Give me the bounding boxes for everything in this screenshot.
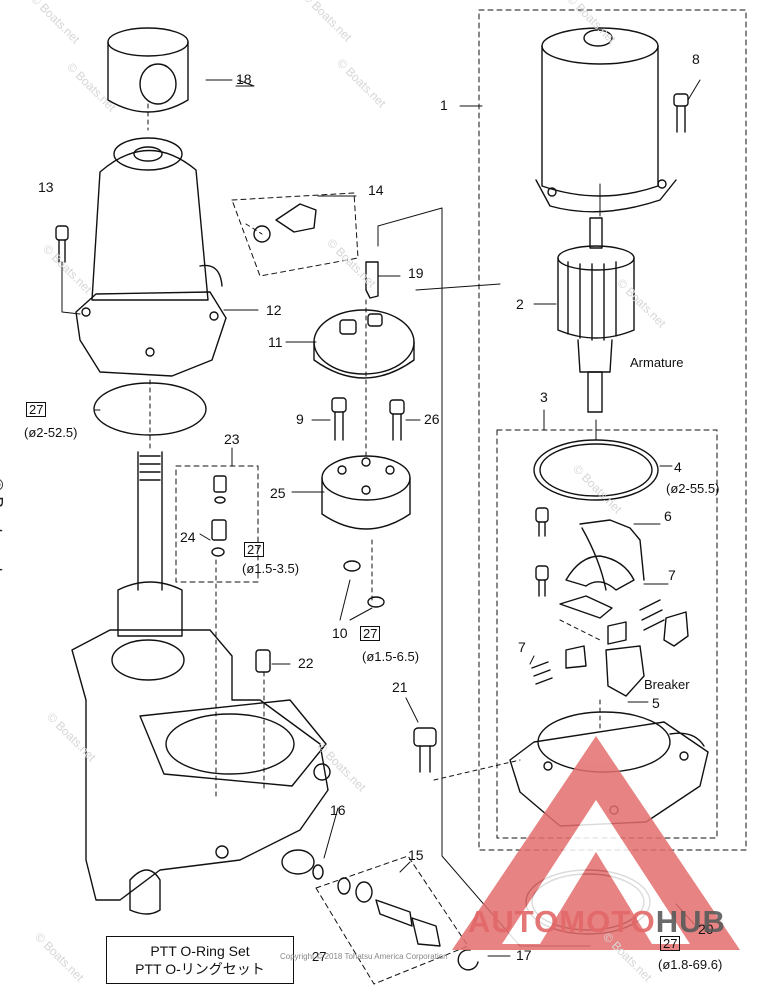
- brand-logo-mark: [452, 736, 740, 950]
- manual-valve-15: [337, 877, 441, 947]
- plug-22: [255, 649, 271, 673]
- callout-8: 8: [692, 51, 700, 67]
- bolt-21: [413, 727, 437, 773]
- callout-7-upper: 7: [668, 567, 676, 583]
- ref-27-oring-69: 27: [660, 936, 681, 951]
- bolt-26: [389, 399, 405, 441]
- size-oring-69: (ø1.8-69.6): [658, 957, 723, 972]
- callout-14: 14: [368, 182, 384, 198]
- bolt-13: [55, 225, 69, 263]
- callout-25: 25: [270, 485, 286, 501]
- callout-16: 16: [330, 802, 346, 818]
- callout-11: 11: [268, 334, 283, 350]
- ref-27-legend: 27: [312, 949, 327, 964]
- motor-assembly-box: [175, 9, 747, 985]
- size-oring-3: (ø1.5-3.5): [242, 561, 300, 576]
- callout-15: 15: [408, 847, 424, 863]
- plug-14: [253, 203, 317, 243]
- callout-7-lower: 7: [518, 639, 526, 655]
- label-armature: Armature: [630, 355, 684, 370]
- valve-body-11: [313, 309, 415, 379]
- callout-9: 9: [296, 411, 304, 427]
- motor-housing: [535, 27, 677, 213]
- clip-17: [457, 949, 479, 971]
- o-ring-10b: [367, 596, 385, 608]
- size-oring-52: (ø2-52.5): [24, 425, 78, 440]
- callout-10: 10: [332, 625, 348, 641]
- callout-6: 6: [664, 508, 672, 524]
- leader-lines: [61, 79, 701, 957]
- ref-27-oring-52: 27: [26, 402, 47, 417]
- brand-watermark: AUTOMOTOHUB: [468, 904, 726, 940]
- legend-line-en: PTT O-Ring Set: [150, 943, 250, 959]
- label-breaker: Breaker: [644, 677, 690, 692]
- ref-27-oring-6: 27: [360, 626, 381, 641]
- main-housing: [71, 629, 331, 915]
- callout-19: 19: [408, 265, 424, 281]
- kit-legend-box: PTT O-Ring Set PTT O-リングセット: [106, 936, 294, 984]
- callout-23: 23: [224, 431, 240, 447]
- callout-20: 20: [698, 921, 714, 937]
- size-oring-55: (ø2-55.5): [666, 481, 720, 496]
- pin-19: [365, 261, 379, 299]
- callout-4: 4: [674, 459, 682, 475]
- piston-rod: [117, 451, 183, 637]
- cylinder-cap-12: [75, 137, 227, 377]
- callout-17: 17: [516, 947, 532, 963]
- o-ring-16: [312, 864, 324, 880]
- size-oring-6: (ø1.5-6.5): [362, 649, 420, 664]
- pump-25: [321, 455, 411, 530]
- callout-13: 13: [38, 179, 54, 195]
- bolt-9: [331, 397, 347, 441]
- sleeve-18: [107, 27, 189, 113]
- callout-21: 21: [392, 679, 408, 695]
- ref-27-oring-3: 27: [244, 542, 265, 557]
- brush-parts: [531, 507, 689, 697]
- copyright-notice: Copyright © 2018 Tohatsu America Corpora…: [280, 952, 448, 961]
- valve-24: [211, 519, 227, 557]
- callout-18: 18: [236, 71, 252, 87]
- callout-3: 3: [540, 389, 548, 405]
- brand-part1: AUTOMOTO: [468, 904, 656, 939]
- armature: [557, 217, 635, 413]
- brand-part2: HUB: [655, 904, 726, 939]
- callout-12: 12: [266, 302, 282, 318]
- legend-line-jp: PTT O-リングセット: [135, 961, 265, 977]
- bolt-8: [673, 93, 689, 133]
- alignment-lines: [147, 103, 601, 801]
- callout-2: 2: [516, 296, 524, 312]
- callout-24: 24: [180, 529, 196, 545]
- callout-5: 5: [652, 695, 660, 711]
- valve-23: [213, 475, 227, 504]
- callout-1: 1: [440, 97, 448, 113]
- callout-22: 22: [298, 655, 314, 671]
- side-watermark: © Boats.net: [0, 478, 6, 573]
- callout-26: 26: [424, 411, 440, 427]
- o-ring-10a: [343, 560, 361, 572]
